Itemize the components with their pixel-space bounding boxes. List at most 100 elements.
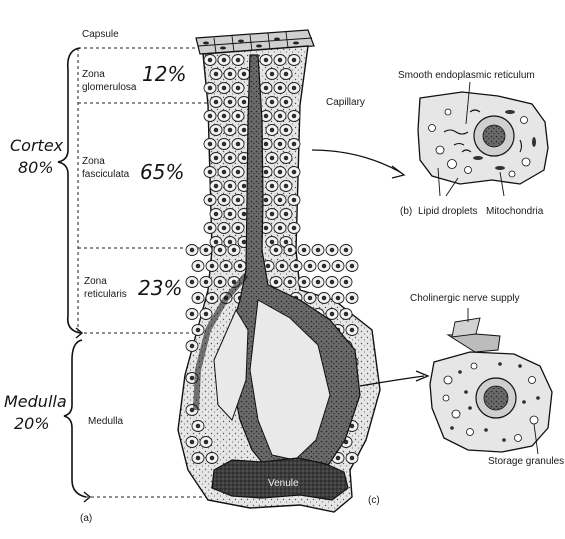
cortex-cell-nucleus (278, 114, 282, 118)
cortex-cell-nucleus (350, 328, 354, 332)
cortex-cell-nucleus (264, 170, 268, 174)
label-zona-glomerulosa-1: Zona (82, 69, 105, 81)
cortex-cell-nucleus (214, 184, 218, 188)
label-zona-glomerulosa-2: glomerulosa (82, 82, 136, 94)
cortex-cell-nucleus (236, 58, 240, 62)
cortex-cell-nucleus (270, 72, 274, 76)
cortex-cell-nucleus (270, 100, 274, 104)
label-zona-fasciculata-1: Zona (82, 156, 105, 168)
cortex-cell-nucleus (270, 212, 274, 216)
cortex-cell-nucleus (350, 264, 354, 268)
handwritten-fasciculata-pct: 65% (140, 160, 184, 184)
cortex-cell-nucleus (190, 312, 194, 316)
cortex-cell-nucleus (330, 248, 334, 252)
cortex-cell-nucleus (242, 100, 246, 104)
cortex-cell-nucleus (278, 170, 282, 174)
label-mitochondria: Mitochondria (486, 206, 543, 218)
cortex-cell-nucleus (190, 344, 194, 348)
cortex-cell-nucleus (284, 184, 288, 188)
cortex-cell-nucleus (210, 296, 214, 300)
cortex-cell-nucleus (270, 156, 274, 160)
cortex-cell-nucleus (350, 424, 354, 428)
handwritten-medulla-pct: 20% (14, 414, 50, 433)
cortex-cell-nucleus (292, 198, 296, 202)
cortex-cell-nucleus (330, 280, 334, 284)
label-zona-reticularis-2: reticularis (84, 289, 127, 301)
cortex-cell-nucleus (336, 296, 340, 300)
cortex-cell-nucleus (228, 184, 232, 188)
handwritten-reticularis-pct: 23% (138, 276, 182, 300)
cortex-cell-nucleus (236, 226, 240, 230)
cortex-cell-nucleus (344, 312, 348, 316)
cortex-cell-nucleus (292, 58, 296, 62)
cortex-cell-nucleus (236, 198, 240, 202)
cortex-cell-nucleus (204, 312, 208, 316)
cortex-cell-nucleus (236, 142, 240, 146)
cortex-cell-nucleus (222, 114, 226, 118)
label-storage-granules: Storage granules (488, 456, 564, 468)
cortex-cell-nucleus (284, 128, 288, 132)
cortex-cell-nucleus (336, 264, 340, 268)
label-lipid-droplets: Lipid droplets (418, 206, 477, 218)
cortex-cell-nucleus (316, 280, 320, 284)
cortex-cell-nucleus (228, 100, 232, 104)
cortex-cell-nucleus (236, 114, 240, 118)
cortex-cell-nucleus (280, 264, 284, 268)
cortex-cell-nucleus (208, 170, 212, 174)
cortex-cell-nucleus (190, 440, 194, 444)
label-medulla: Medulla (88, 416, 123, 428)
handwritten-glomerulosa-pct: 12% (142, 62, 186, 86)
cortex-cell-nucleus (292, 226, 296, 230)
label-cholinergic: Cholinergic nerve supply (410, 293, 520, 305)
handwritten-cortex-pct: 80% (18, 158, 54, 177)
cortex-cell-nucleus (208, 86, 212, 90)
arrow-to-panel-b-head (392, 166, 404, 178)
cortex-cell-nucleus (222, 142, 226, 146)
cortex-brace (58, 48, 80, 333)
cortex-cell-nucleus (214, 212, 218, 216)
label-venule: Venule (268, 478, 299, 490)
cortex-cell-nucleus (350, 456, 354, 460)
label-panel-b: (b) (400, 206, 412, 218)
cortex-cell-nucleus (292, 114, 296, 118)
cortex-cell-nucleus (278, 226, 282, 230)
cortex-cell-nucleus (228, 156, 232, 160)
cortex-cell-nucleus (274, 280, 278, 284)
cortex-cell-nucleus (284, 72, 288, 76)
cortex-cell-nucleus (208, 142, 212, 146)
cortex-cell-nucleus (344, 248, 348, 252)
cortex-cell-nucleus (242, 72, 246, 76)
arrow-to-panel-b (312, 150, 400, 172)
label-smooth-er: Smooth endoplasmic reticulum (398, 70, 535, 82)
cortex-cell-nucleus (208, 114, 212, 118)
cortex-cell-nucleus (236, 86, 240, 90)
cortex-cell-nucleus (224, 264, 228, 268)
cortex-cell-nucleus (264, 58, 268, 62)
cortex-cell-nucleus (204, 280, 208, 284)
cortex-cell-nucleus (196, 456, 200, 460)
cortex-cell-nucleus (190, 248, 194, 252)
cortex-cell-nucleus (292, 142, 296, 146)
cortex-cell-nucleus (270, 184, 274, 188)
cortex-cell-nucleus (302, 248, 306, 252)
cortex-cell-nucleus (196, 328, 200, 332)
cortex-cell-nucleus (204, 440, 208, 444)
cortex-cell-nucleus (242, 156, 246, 160)
cortex-cell-nucleus (228, 72, 232, 76)
cortex-cell-nucleus (228, 212, 232, 216)
cortex-cell-nucleus (322, 296, 326, 300)
cortex-cell-nucleus (196, 296, 200, 300)
label-panel-a: (a) (80, 513, 92, 525)
label-zona-fasciculata-2: fasciculata (82, 169, 129, 181)
label-capillary: Capillary (326, 97, 365, 109)
handwritten-cortex-label: Cortex (10, 136, 63, 155)
cortex-cell-nucleus (278, 198, 282, 202)
cortex-cell-nucleus (222, 198, 226, 202)
cortex-cell-nucleus (278, 142, 282, 146)
cortex-cell-nucleus (292, 86, 296, 90)
label-panel-c: (c) (368, 495, 380, 507)
cortex-cell-nucleus (308, 296, 312, 300)
cortex-cell-nucleus (266, 264, 270, 268)
cortex-cell-nucleus (210, 456, 214, 460)
cortex-cell-nucleus (344, 280, 348, 284)
